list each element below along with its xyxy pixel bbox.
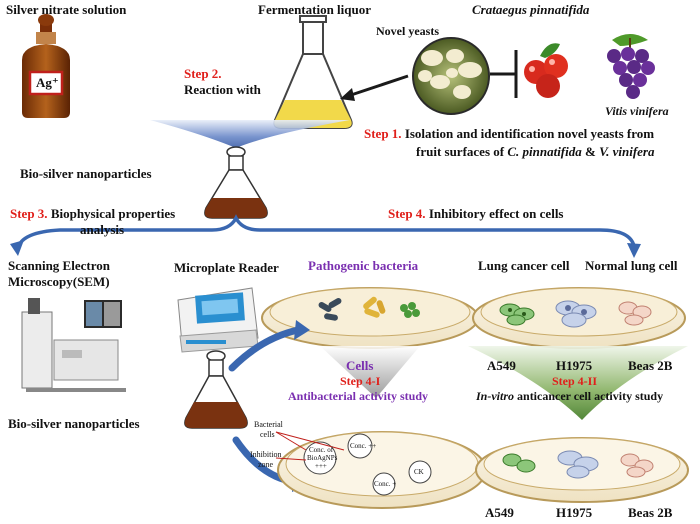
conc-bio-label-1: Conc. of: [309, 446, 334, 454]
a549-cells-icon: [499, 303, 535, 326]
conc-bio-label-2: BioAgNPs: [307, 454, 338, 462]
beas2b-bottom-label: Beas 2B: [628, 505, 673, 520]
h1975-label: H1975: [556, 358, 593, 373]
step3-line2: analysis: [80, 222, 125, 237]
silver-nitrate-bottle-icon: [22, 14, 70, 118]
inhibition-zone-label-1: Inhibition: [250, 450, 282, 459]
step4ii-label: Step 4-II: [552, 374, 598, 388]
yeast-to-flask-arrow: [347, 74, 409, 98]
fermentation-label: Fermentation liquor: [258, 2, 372, 17]
microplate-label: Microplate Reader: [174, 260, 279, 275]
antibacterial-label: Antibacterial activity study: [288, 389, 428, 403]
a549-bottom-label: A549: [485, 505, 514, 520]
sem-line1: Scanning Electron: [8, 258, 110, 273]
lung-cancer-label: Lung cancer cell: [478, 258, 570, 273]
bacterial-cells-label-2: cells: [260, 430, 275, 439]
branch-brace: [16, 214, 636, 249]
lung-cells-petri-dish-top: [472, 287, 686, 349]
h1975-cells-icon: [555, 300, 597, 328]
silver-nitrate-label: Silver nitrate solution: [6, 2, 127, 17]
pathogenic-label: Pathogenic bacteria: [308, 258, 419, 273]
step1-line1: Step 1. Isolation and identification nov…: [364, 126, 654, 142]
anticancer-label: In-vitro anticancer cell activity study: [476, 389, 664, 403]
step3-line1: Step 3. Biophysical properties: [10, 206, 176, 221]
yellow-bacilli-icon: [363, 296, 386, 318]
ag-ion-label: Ag⁺: [36, 75, 59, 90]
step1-text: Isolation and identification novel yeast…: [404, 126, 655, 141]
beas2b-cells-icon: [618, 301, 652, 326]
bio-silver-top-label: Bio-silver nanoparticles: [20, 166, 152, 181]
step2-number: Step 2.: [184, 66, 222, 81]
lung-cells-petri-dish-bottom: [475, 437, 689, 503]
bio-silver-bottom-label: Bio-silver nanoparticles: [8, 416, 140, 431]
hawthorn-fruit-icon: [524, 43, 568, 98]
h1975-bottom-label: H1975: [556, 505, 593, 520]
cells-label: Cells: [346, 358, 374, 373]
vitis-label: Vitis vinifera: [605, 104, 669, 118]
step4i-label: Step 4-I: [340, 374, 381, 388]
conc-pp-label: Conc. ++: [350, 442, 377, 450]
step1-line2: fruit surfaces of C. pinnatifida & V. vi…: [416, 144, 655, 159]
rod-bacteria-icon: [318, 298, 342, 321]
microplate-reader-icon: [177, 287, 259, 353]
cocci-bacteria-icon: [400, 302, 420, 318]
step3-number: Step 3.: [10, 206, 48, 221]
novel-yeasts-label: Novel yeasts: [376, 24, 439, 38]
fermentation-flask-icon: [273, 15, 353, 129]
sem-line2: Microscopy(SEM): [8, 274, 110, 289]
normal-lung-label: Normal lung cell: [585, 258, 678, 273]
sem-microscope-icon: [21, 298, 126, 392]
reaction-fan-shape: [150, 120, 350, 148]
step1-number: Step 1.: [364, 126, 402, 141]
conc-p-label: Conc. +: [374, 480, 397, 488]
a549-label: A549: [487, 358, 516, 373]
bio-silver-flask-icon: [204, 146, 268, 219]
conc-bio-label-3: +++: [315, 462, 327, 470]
grape-fruit-icon: [607, 34, 655, 99]
ck-label: CK: [414, 468, 424, 476]
crataegus-label: Crataegus pinnatifida: [472, 2, 590, 17]
step4-number: Step 4.: [388, 206, 426, 221]
novel-yeasts-image-icon: [412, 37, 490, 115]
bottom-bio-silver-flask-icon: [184, 350, 248, 429]
annotation-pointer-lines: [275, 431, 345, 461]
antibacterial-petri-dish: [277, 431, 487, 509]
bacterial-cells-label-1: Bacterial: [254, 420, 283, 429]
step2-text: Reaction with: [184, 82, 261, 97]
bacteria-petri-dish: [261, 287, 479, 349]
inhibition-zone-label-2: zone: [258, 460, 274, 469]
beas2b-label: Beas 2B: [628, 358, 673, 373]
step4-label: Step 4. Inhibitory effect on cells: [388, 206, 564, 221]
